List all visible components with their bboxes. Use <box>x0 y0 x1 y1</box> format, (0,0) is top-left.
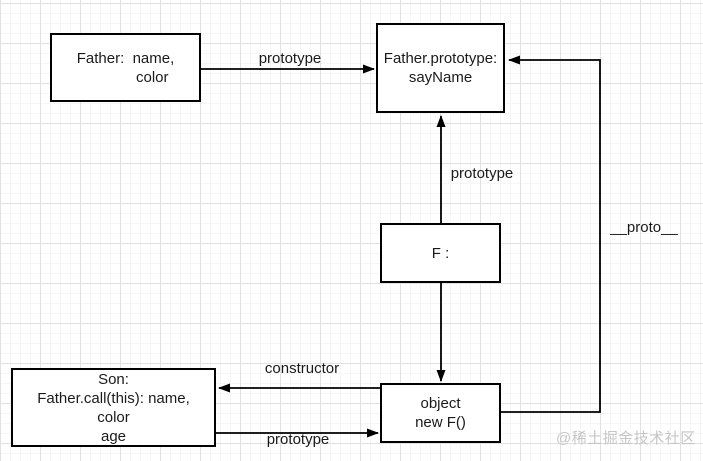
node-son: Son: Father.call(this): name, color age <box>11 368 216 447</box>
node-father-line2: color <box>136 68 169 86</box>
node-father-line1: Father: name, <box>76 49 175 67</box>
edge-label-prototype-mid: prototype <box>450 165 514 182</box>
node-son-line3: color <box>97 408 130 426</box>
node-object-line2: new F() <box>415 414 466 431</box>
node-object: object new F() <box>380 383 501 443</box>
node-son-line2: Father.call(this): name, <box>37 389 190 407</box>
edge-label-prototype-top: prototype <box>258 50 322 67</box>
node-f-line1: F : <box>431 244 450 262</box>
edge-label-constructor: constructor <box>264 360 340 377</box>
node-father-prototype: Father.prototype: sayName <box>376 23 505 113</box>
edge-label-proto: __proto__ <box>610 219 678 236</box>
node-object-line1: object <box>420 395 461 412</box>
node-father-prototype-line2: sayName <box>408 69 473 86</box>
arrow-object-proto-to-prototype <box>501 55 601 413</box>
edge-label-prototype-bottom: prototype <box>266 431 330 448</box>
node-son-line4: age <box>100 427 127 445</box>
node-father-prototype-line1: Father.prototype: <box>383 50 498 67</box>
node-son-line1: Son: <box>98 370 129 388</box>
watermark-juejin: @稀土掘金技术社区 <box>556 430 696 447</box>
node-father: Father: name, color <box>50 33 201 102</box>
node-f: F : <box>380 223 501 283</box>
